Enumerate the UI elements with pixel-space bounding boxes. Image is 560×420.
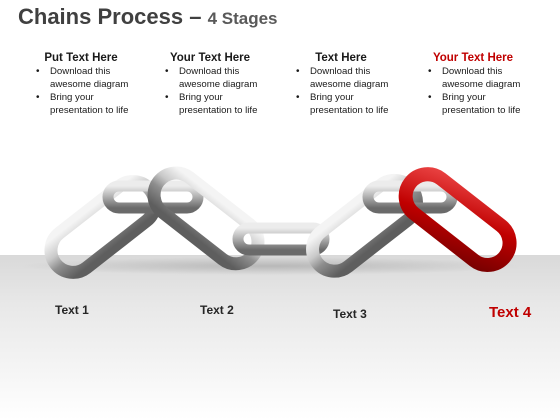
stage-2-text-block: Your Text Here Download this awesome dia… [155,52,265,117]
chain-link-4 [232,222,330,256]
stage-1-bullets: Download this awesome diagram Bring your… [26,65,136,117]
chain-link-3 [147,166,265,271]
title-dash: – [189,4,202,29]
stage-2-bullets: Download this awesome diagram Bring your… [155,65,265,117]
stage-1-label: Text 1 [55,303,89,317]
chain-link-red [398,167,517,272]
stage-3-bullet-1: Download this awesome diagram [296,65,396,91]
chain-shadow [20,257,520,275]
stage-3-text-block: Text Here Download this awesome diagram … [286,52,396,117]
stage-4-heading: Your Text Here [432,52,514,64]
stage-1-bullet-2: Bring your presentation to life [36,91,136,117]
stage-4-text-block: Your Text Here Download this awesome dia… [418,52,528,117]
stage-4-bullet-1: Download this awesome diagram [428,65,528,91]
stage-3-heading: Text Here [315,52,367,64]
stage-4-bullets: Download this awesome diagram Bring your… [418,65,528,117]
stage-3-bullet-2: Bring your presentation to life [296,91,396,117]
title-main: Chains Process [18,4,184,29]
title-subtitle: 4 Stages [207,9,278,28]
stage-2-bullet-2: Bring your presentation to life [165,91,265,117]
chain-graphic [20,166,520,279]
stage-1-text-block: Put Text Here Download this awesome diag… [26,52,136,117]
floor-gradient [0,255,560,420]
stage-2-heading: Your Text Here [169,52,251,64]
stage-1-heading: Put Text Here [44,52,118,64]
stage-3-bullets: Download this awesome diagram Bring your… [286,65,396,117]
stage-4-label: Text 4 [489,304,532,321]
stage-1-bullet-1: Download this awesome diagram [36,65,136,91]
stage-2-bullet-1: Download this awesome diagram [165,65,265,91]
stage-4-bullet-2: Bring your presentation to life [428,91,528,117]
stage-3-label: Text 3 [333,307,367,321]
stage-2-label: Text 2 [200,303,234,317]
slide-title: Chains Process – 4 Stages [18,4,278,30]
